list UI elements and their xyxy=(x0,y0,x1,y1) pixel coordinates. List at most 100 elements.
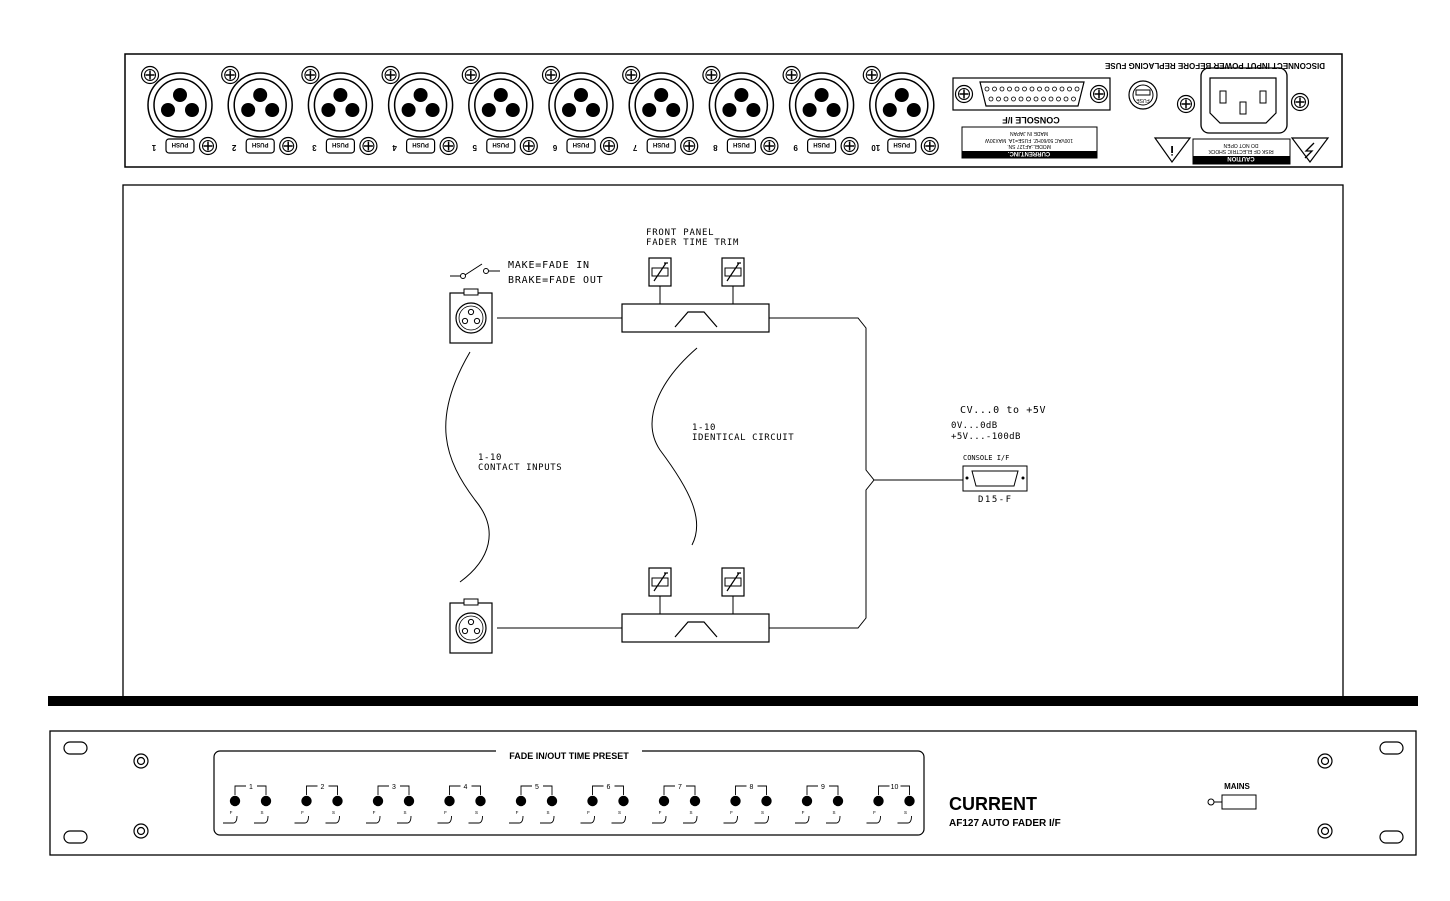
xlr-socket-icon xyxy=(147,72,213,138)
preset-channel-number: 1 xyxy=(249,784,253,791)
knob-letter: S xyxy=(618,810,621,815)
push-latch[interactable] xyxy=(887,138,917,154)
xlr-socket-icon xyxy=(227,72,293,138)
screw-icon xyxy=(702,65,721,85)
preset-channel-number: 6 xyxy=(607,784,611,791)
fade-out-knob[interactable] xyxy=(761,795,772,807)
preset-channel-number: 10 xyxy=(891,784,899,791)
fade-in-knob[interactable] xyxy=(730,795,741,807)
fade-in-knob[interactable] xyxy=(301,795,312,807)
fade-out-knob[interactable] xyxy=(260,795,272,807)
screw-icon xyxy=(278,136,298,156)
knob-letter: F xyxy=(516,810,519,815)
push-latch[interactable] xyxy=(245,138,275,154)
xlr-number: 5 xyxy=(472,143,477,152)
knob-letter: S xyxy=(761,810,764,815)
push-latch[interactable] xyxy=(646,138,676,154)
knob-letter: F xyxy=(301,810,304,815)
mains-switch[interactable] xyxy=(1221,794,1257,810)
console-if-label: CONSOLE I/F xyxy=(1002,115,1060,125)
nameplate: CURRENT.INC. MODEL:AF127 SN. 100VAC 50/6… xyxy=(961,126,1098,159)
front-model: AF127 AUTO FADER I/F xyxy=(949,818,1061,829)
fuse-label: FUSE xyxy=(1136,97,1150,103)
preset-title: FADE IN/OUT TIME PRESET xyxy=(509,751,629,761)
mains-led-icon xyxy=(1207,798,1215,806)
push-latch[interactable] xyxy=(325,138,355,154)
push-label: PUSH xyxy=(573,141,590,147)
preset-channel-number: 9 xyxy=(821,784,825,791)
screw-icon xyxy=(840,136,859,156)
knob-letter: F xyxy=(230,810,233,815)
screw-icon xyxy=(461,65,481,85)
screw-icon xyxy=(140,65,160,85)
block-diagram: MAKE=FADE IN BRAKE=FADE OUT FRONT PANEL … xyxy=(122,184,1344,701)
fade-out-knob[interactable] xyxy=(332,795,343,807)
fade-in-knob[interactable] xyxy=(587,795,598,807)
push-label: PUSH xyxy=(893,141,910,147)
fade-out-knob[interactable] xyxy=(546,795,558,807)
fade-in-knob[interactable] xyxy=(801,795,813,807)
push-latch[interactable] xyxy=(486,138,516,154)
preset-channel-number: 7 xyxy=(678,784,682,791)
screw-icon xyxy=(301,65,320,85)
identical-range: 1-10 xyxy=(692,423,716,433)
knob-letter: F xyxy=(587,810,590,815)
trim-title-1: FRONT PANEL xyxy=(646,228,714,238)
screw-icon xyxy=(782,65,801,85)
xlr-socket-icon xyxy=(548,72,614,138)
push-latch[interactable] xyxy=(165,138,195,154)
fade-out-knob[interactable] xyxy=(689,795,701,807)
trim-pot-icon xyxy=(648,567,672,597)
screw-icon xyxy=(359,136,378,156)
push-label: PUSH xyxy=(733,141,750,147)
fade-in-knob[interactable] xyxy=(372,795,384,807)
repeat-squiggle xyxy=(651,347,698,546)
knob-letter: F xyxy=(802,810,805,815)
fader-block xyxy=(621,613,770,643)
fade-out-knob[interactable] xyxy=(832,795,844,807)
switch-make-label: MAKE=FADE IN xyxy=(508,260,590,271)
push-latch[interactable] xyxy=(406,138,436,154)
push-label: PUSH xyxy=(492,141,509,147)
xlr-number: 6 xyxy=(552,143,557,152)
repeat-squiggle xyxy=(445,351,490,583)
rack-slot-icon xyxy=(63,741,88,755)
nameplate-power: 100VAC 50/60HZ. FUSE=1A. MAX30W xyxy=(985,137,1073,143)
cv-max: +5V...-100dB xyxy=(951,432,1021,442)
knob-letter: F xyxy=(373,810,376,815)
fade-out-knob[interactable] xyxy=(618,795,629,807)
nameplate-origin: MADE IN JAPAN xyxy=(1010,130,1048,136)
fade-out-knob[interactable] xyxy=(403,795,415,807)
xlr-number: 3 xyxy=(312,143,317,152)
push-latch[interactable] xyxy=(806,138,837,154)
fade-out-knob[interactable] xyxy=(904,795,915,807)
push-latch[interactable] xyxy=(566,138,596,154)
xlr-socket-icon xyxy=(468,72,534,138)
contact-switch-icon xyxy=(450,263,500,279)
push-latch[interactable] xyxy=(726,138,757,154)
caution-line2: DO NOT OPEN xyxy=(1223,142,1258,148)
xlr-number: 8 xyxy=(713,143,718,152)
fade-in-knob[interactable] xyxy=(229,795,241,807)
xlr-socket-icon xyxy=(387,72,454,138)
switch-brake-label: BRAKE=FADE OUT xyxy=(508,275,604,286)
preset-channel-number: 8 xyxy=(750,784,754,791)
fade-in-knob[interactable] xyxy=(873,795,884,807)
fade-in-knob[interactable] xyxy=(658,795,670,807)
screw-icon xyxy=(381,65,400,85)
fade-in-knob[interactable] xyxy=(444,795,455,807)
nameplate-model: MODEL:AF127 SN. xyxy=(1007,143,1051,149)
xlr-input-connector-icon xyxy=(449,288,493,344)
fade-out-knob[interactable] xyxy=(475,795,486,807)
preset-channel-number: 4 xyxy=(464,784,468,791)
fade-in-knob[interactable] xyxy=(515,795,527,807)
